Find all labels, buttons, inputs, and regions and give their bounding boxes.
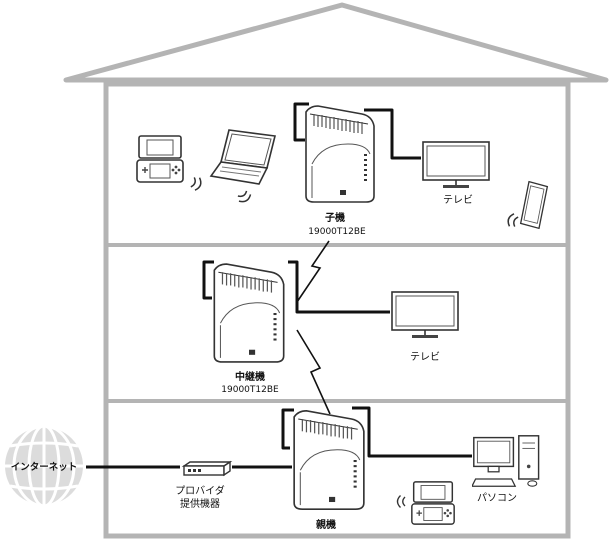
wireless-link-child-relay (296, 240, 330, 303)
relay-router (213, 263, 285, 363)
pc-label: パソコン (477, 492, 517, 504)
parent-router (293, 409, 365, 511)
cable-relay-tv (202, 260, 390, 314)
relay-unit-model: 19000T12BE (221, 385, 279, 395)
wireless-link-relay-parent (296, 329, 331, 415)
provider-label-line2: 提供機器 (180, 497, 220, 510)
child-unit-model: 19000T12BE (308, 227, 366, 237)
provider-label-line1: プロバイダ (175, 484, 225, 497)
house-roof (63, 2, 609, 83)
child-router (305, 105, 375, 203)
desktop-pc (472, 435, 540, 487)
parent-unit-label: 親機 (316, 518, 336, 531)
child-unit-label: 子機 (325, 211, 345, 224)
internet-globe-icon (3, 424, 85, 508)
tv-middle-label: テレビ (410, 351, 440, 363)
internet-label: インターネット (11, 461, 78, 473)
provider-device (181, 460, 233, 477)
cables (86, 102, 472, 469)
cable-child-tv (293, 102, 421, 160)
tv-top-label: テレビ (443, 194, 473, 206)
relay-unit-label: 中継機 (235, 370, 265, 383)
cable-parent-pc (281, 406, 472, 458)
